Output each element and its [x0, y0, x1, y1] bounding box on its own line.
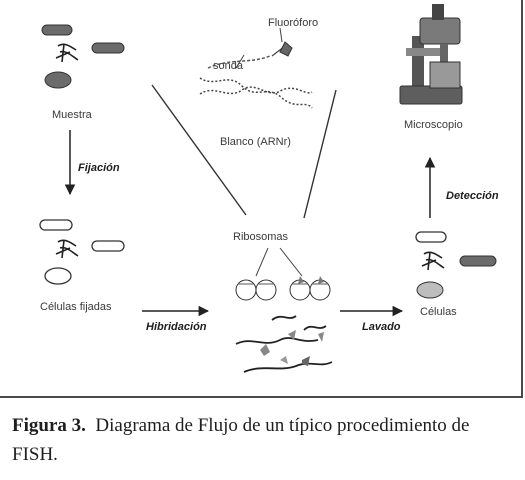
- deteccion-step-label: Detección: [446, 190, 499, 202]
- fijacion-step-label: Fijación: [78, 162, 120, 174]
- converge-line-right: [303, 89, 337, 219]
- flow-diagram: [39, 4, 497, 373]
- caption-text: Diagrama de Flujo de un típico procedimi…: [12, 415, 470, 465]
- hybridized-probes: [235, 315, 333, 373]
- microscopio-label: Microscopio: [404, 119, 463, 131]
- sonda-label: sonda: [213, 60, 243, 72]
- celulas-label: Células: [420, 306, 457, 318]
- caption-label: Figura 3.: [12, 415, 86, 436]
- sample-cells: [41, 24, 125, 89]
- fixed-cells: [39, 219, 125, 285]
- hibridacion-step-label: Hibridación: [146, 321, 207, 333]
- converge-line-left: [151, 84, 247, 216]
- muestra-label: Muestra: [52, 109, 92, 121]
- blanco-label: Blanco (ARNr): [220, 136, 291, 148]
- celulas-fijadas-label: Células fijadas: [40, 301, 112, 313]
- ribosomas-label: Ribosomas: [233, 231, 289, 243]
- ribosome-group: [235, 247, 331, 301]
- lavado-step-label: Lavado: [362, 321, 401, 333]
- washed-cells: [415, 231, 497, 299]
- probe-target: [199, 27, 313, 109]
- fluoroforo-label: Fluoróforo: [268, 17, 319, 29]
- figure-caption: Figura 3. Diagrama de Flujo de un típico…: [12, 411, 517, 469]
- figure-panel: Fluoróforo sonda Blanco (ARNr) Muestra M…: [0, 0, 523, 398]
- microscope-icon: [399, 4, 463, 105]
